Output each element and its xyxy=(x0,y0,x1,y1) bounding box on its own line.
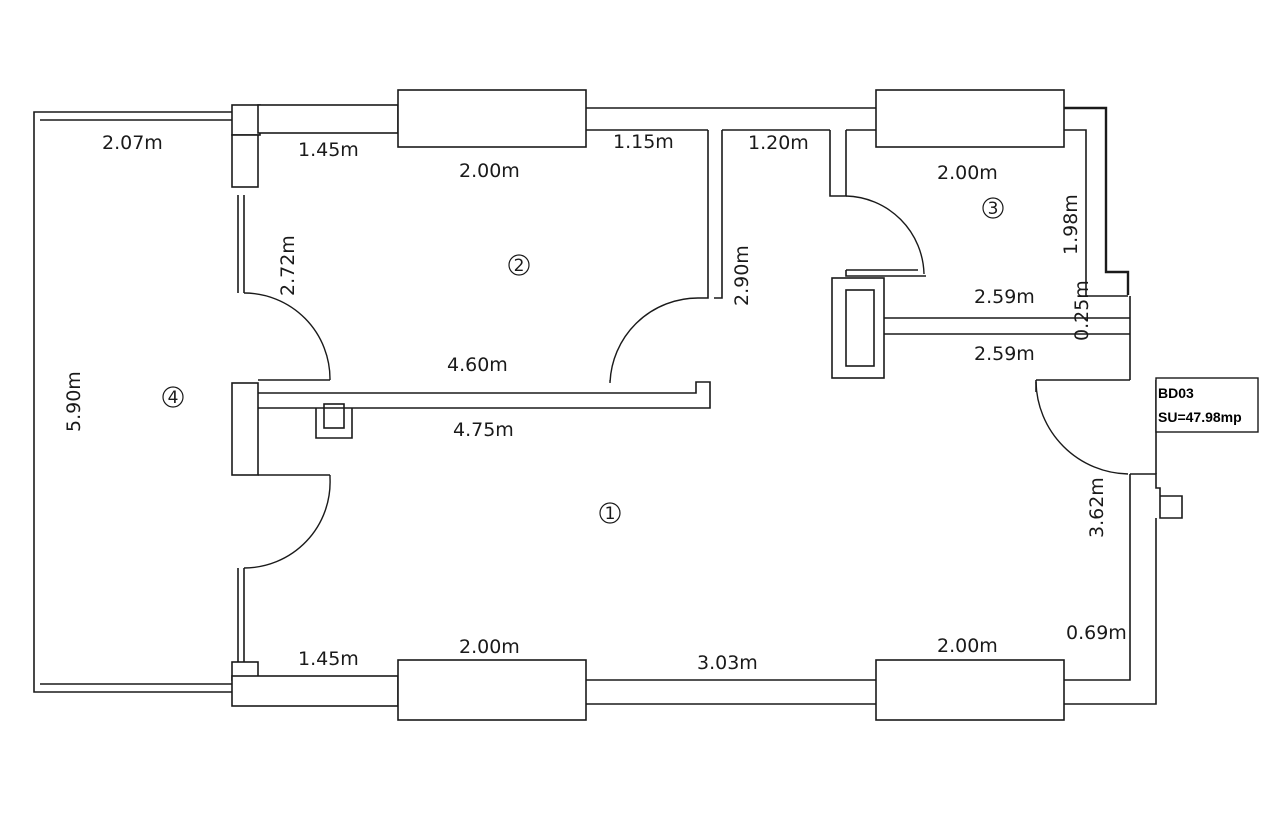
room-markers: 2 3 4 1 xyxy=(162,197,1004,524)
room-4-number: 4 xyxy=(168,388,179,408)
room-1-marker xyxy=(599,502,621,524)
dim-bottom-left-wall: 1.45m xyxy=(298,648,359,670)
balcony-outline xyxy=(33,111,232,693)
dim-room3-height: 1.98m xyxy=(1060,194,1082,255)
dim-room2-left: 2.72m xyxy=(277,235,299,296)
room-2-number: 2 xyxy=(514,256,525,276)
dim-room1-top: 4.75m xyxy=(453,419,514,441)
dim-bottom-middle-wall: 3.03m xyxy=(697,652,758,674)
unit-label-box: BD03 SU=47.98mp xyxy=(1155,377,1259,433)
left-exterior-wall xyxy=(231,104,399,707)
dim-bottom-left-window: 2.00m xyxy=(459,636,520,658)
dimension-labels: 2.07m 1.45m 2.00m 1.15m 1.20m 2.00m 1.98… xyxy=(63,131,1127,674)
bottom-wall xyxy=(397,659,1065,721)
dim-bottom-right-window: 2.00m xyxy=(937,635,998,657)
dim-bath-upper: 2.59m xyxy=(974,286,1035,308)
room-1-number: 1 xyxy=(605,504,616,524)
unit-area: SU=47.98mp xyxy=(1158,409,1242,425)
unit-code: BD03 xyxy=(1158,385,1194,401)
dim-room2-right: 2.90m xyxy=(731,245,753,306)
dim-top-left-window: 2.00m xyxy=(459,160,520,182)
room-3-marker xyxy=(982,197,1004,219)
partition-walls xyxy=(698,129,926,299)
top-wall-left xyxy=(257,89,1130,297)
room-3-number: 3 xyxy=(988,199,999,219)
bathroom-block xyxy=(831,277,1131,380)
dim-bath-wall: 0.25m xyxy=(1071,280,1093,341)
dim-balcony-top: 2.07m xyxy=(102,132,163,154)
door-swings xyxy=(243,195,1129,569)
corridor-wall xyxy=(258,379,711,476)
dim-balcony-length: 5.90m xyxy=(63,371,85,432)
dim-bottom-right-wall: 0.69m xyxy=(1066,622,1127,644)
dim-bath-lower: 2.59m xyxy=(974,343,1035,365)
dim-room2-bottom: 4.60m xyxy=(447,354,508,376)
room-4-marker xyxy=(162,386,184,408)
dim-room1-right: 3.62m xyxy=(1086,477,1108,538)
dim-top-middle-wall: 1.15m xyxy=(613,131,674,153)
dim-room3-top-wall: 1.20m xyxy=(748,132,809,154)
dim-top-left-wall: 1.45m xyxy=(298,139,359,161)
dim-top-right-window: 2.00m xyxy=(937,162,998,184)
room-2-marker xyxy=(508,254,530,276)
